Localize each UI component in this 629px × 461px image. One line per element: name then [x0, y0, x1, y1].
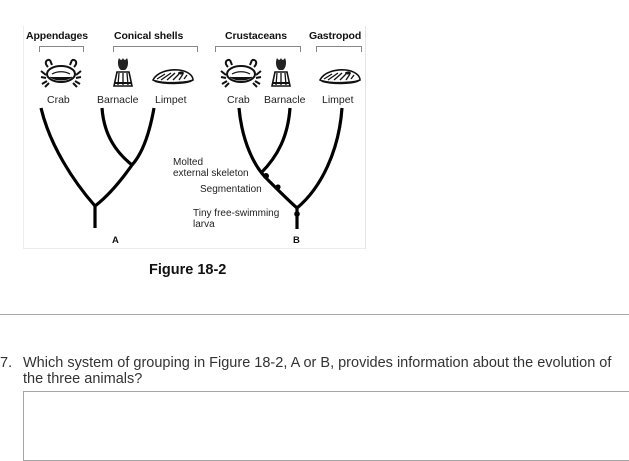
- section-divider: [0, 314, 629, 315]
- crab-icon: [220, 58, 262, 88]
- group-header-crustaceans: Crustaceans: [225, 30, 287, 42]
- bracket-crustaceans: [215, 46, 301, 52]
- question-number: 7.: [0, 355, 13, 371]
- limpet-icon: [318, 69, 361, 85]
- answer-textarea[interactable]: [23, 391, 629, 461]
- question-text: Which system of grouping in Figure 18-2,…: [23, 355, 612, 387]
- figure-18-2: Appendages Conical shells Crustaceans Ga…: [23, 26, 366, 249]
- animal-label-limpet-a: Limpet: [155, 94, 187, 106]
- tree-b-branch-crab: [237, 107, 299, 210]
- tree-b-branch-limpet: [295, 107, 344, 210]
- crab-icon: [40, 58, 82, 88]
- animal-label-crab-b: Crab: [227, 94, 250, 106]
- trait-label-larva-line1: Tiny free-swimming: [193, 208, 280, 219]
- trait-node-segmentation: [275, 184, 281, 190]
- bracket-gastropod: [316, 46, 362, 52]
- trait-node-molted-skeleton: [263, 173, 269, 179]
- trait-label-segmentation: Segmentation: [200, 184, 262, 195]
- animal-label-barnacle-a: Barnacle: [97, 94, 139, 106]
- trait-label-larva-line2: larva: [193, 219, 215, 230]
- group-header-gastropod: Gastropod: [309, 30, 362, 42]
- group-header-appendages: Appendages: [26, 30, 89, 42]
- tree-a-branch-crab: [39, 107, 97, 208]
- tree-a-branch-limpet: [94, 107, 156, 208]
- tree-letter-b: B: [293, 235, 300, 246]
- tree-a-branch-barnacle: [100, 107, 133, 167]
- trait-label-molted-line1: Molted: [173, 157, 204, 168]
- trait-label-molted-line2: external skeleton: [173, 168, 249, 179]
- animal-label-limpet-b: Limpet: [322, 94, 354, 106]
- figure-caption: Figure 18-2: [149, 262, 227, 278]
- tree-b-branch-barnacle: [259, 107, 292, 175]
- group-header-conical-shells: Conical shells: [114, 30, 184, 42]
- cladogram-trees: [39, 107, 344, 229]
- limpet-icon: [151, 69, 194, 85]
- bracket-conical-shells: [113, 46, 198, 52]
- tree-letter-a: A: [112, 235, 119, 246]
- trait-node-larva: [294, 211, 300, 217]
- bracket-appendages: [39, 46, 84, 52]
- animal-label-crab-a: Crab: [47, 94, 70, 106]
- barnacle-icon: [271, 58, 291, 87]
- barnacle-icon: [113, 58, 133, 87]
- animal-label-barnacle-b: Barnacle: [264, 94, 306, 106]
